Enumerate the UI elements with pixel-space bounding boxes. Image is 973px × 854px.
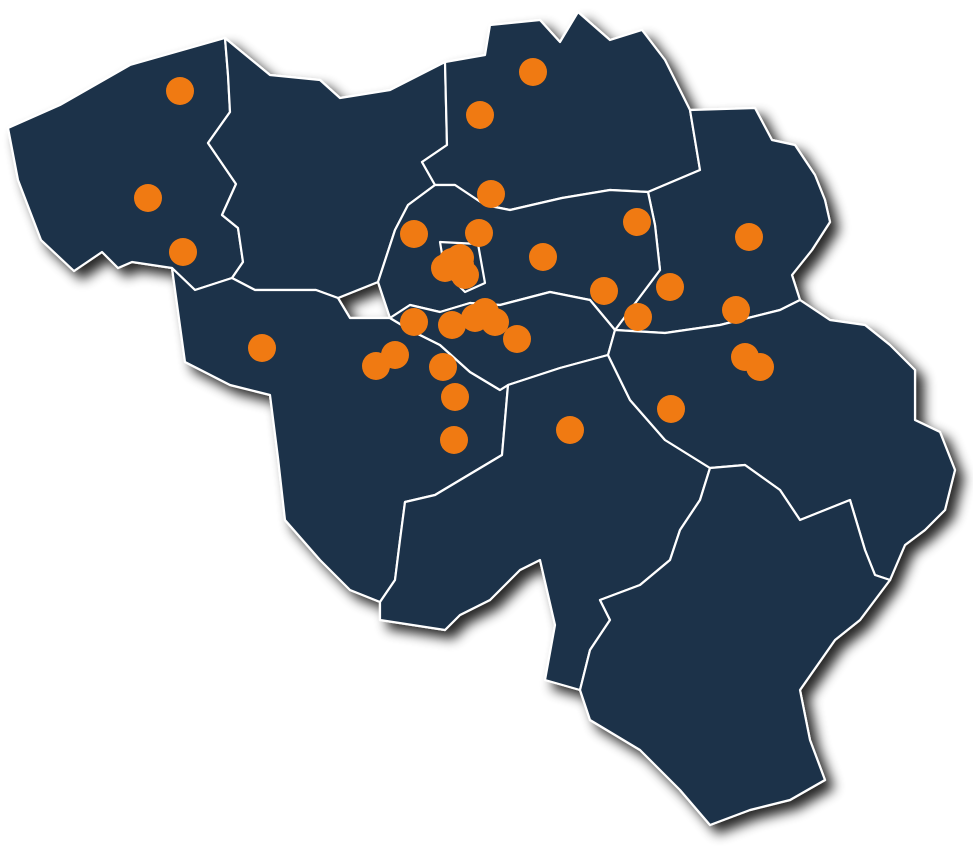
region-antwerp	[420, 10, 702, 212]
location-marker[interactable]	[623, 208, 651, 236]
location-marker[interactable]	[134, 184, 162, 212]
location-marker[interactable]	[438, 248, 466, 276]
location-marker[interactable]	[657, 395, 685, 423]
location-marker[interactable]	[465, 219, 493, 247]
location-marker[interactable]	[441, 383, 469, 411]
location-marker[interactable]	[461, 304, 489, 332]
location-marker[interactable]	[429, 353, 457, 381]
region-luxembourg	[578, 463, 892, 827]
location-marker[interactable]	[529, 243, 557, 271]
location-marker[interactable]	[466, 101, 494, 129]
location-marker[interactable]	[556, 416, 584, 444]
location-marker[interactable]	[362, 352, 390, 380]
location-marker[interactable]	[248, 334, 276, 362]
location-markers	[134, 58, 774, 454]
location-marker[interactable]	[722, 296, 750, 324]
location-marker[interactable]	[440, 426, 468, 454]
region-east-flanders	[206, 36, 449, 300]
location-marker[interactable]	[169, 238, 197, 266]
location-marker[interactable]	[624, 303, 652, 331]
location-marker[interactable]	[590, 277, 618, 305]
location-marker[interactable]	[656, 273, 684, 301]
location-marker[interactable]	[400, 308, 428, 336]
country-shape	[6, 10, 957, 827]
location-marker[interactable]	[735, 223, 763, 251]
location-marker[interactable]	[438, 311, 466, 339]
location-marker[interactable]	[746, 353, 774, 381]
location-marker[interactable]	[400, 220, 428, 248]
location-marker[interactable]	[477, 180, 505, 208]
location-marker[interactable]	[503, 325, 531, 353]
location-marker[interactable]	[166, 77, 194, 105]
location-marker[interactable]	[519, 58, 547, 86]
region-west-flanders	[6, 36, 245, 292]
